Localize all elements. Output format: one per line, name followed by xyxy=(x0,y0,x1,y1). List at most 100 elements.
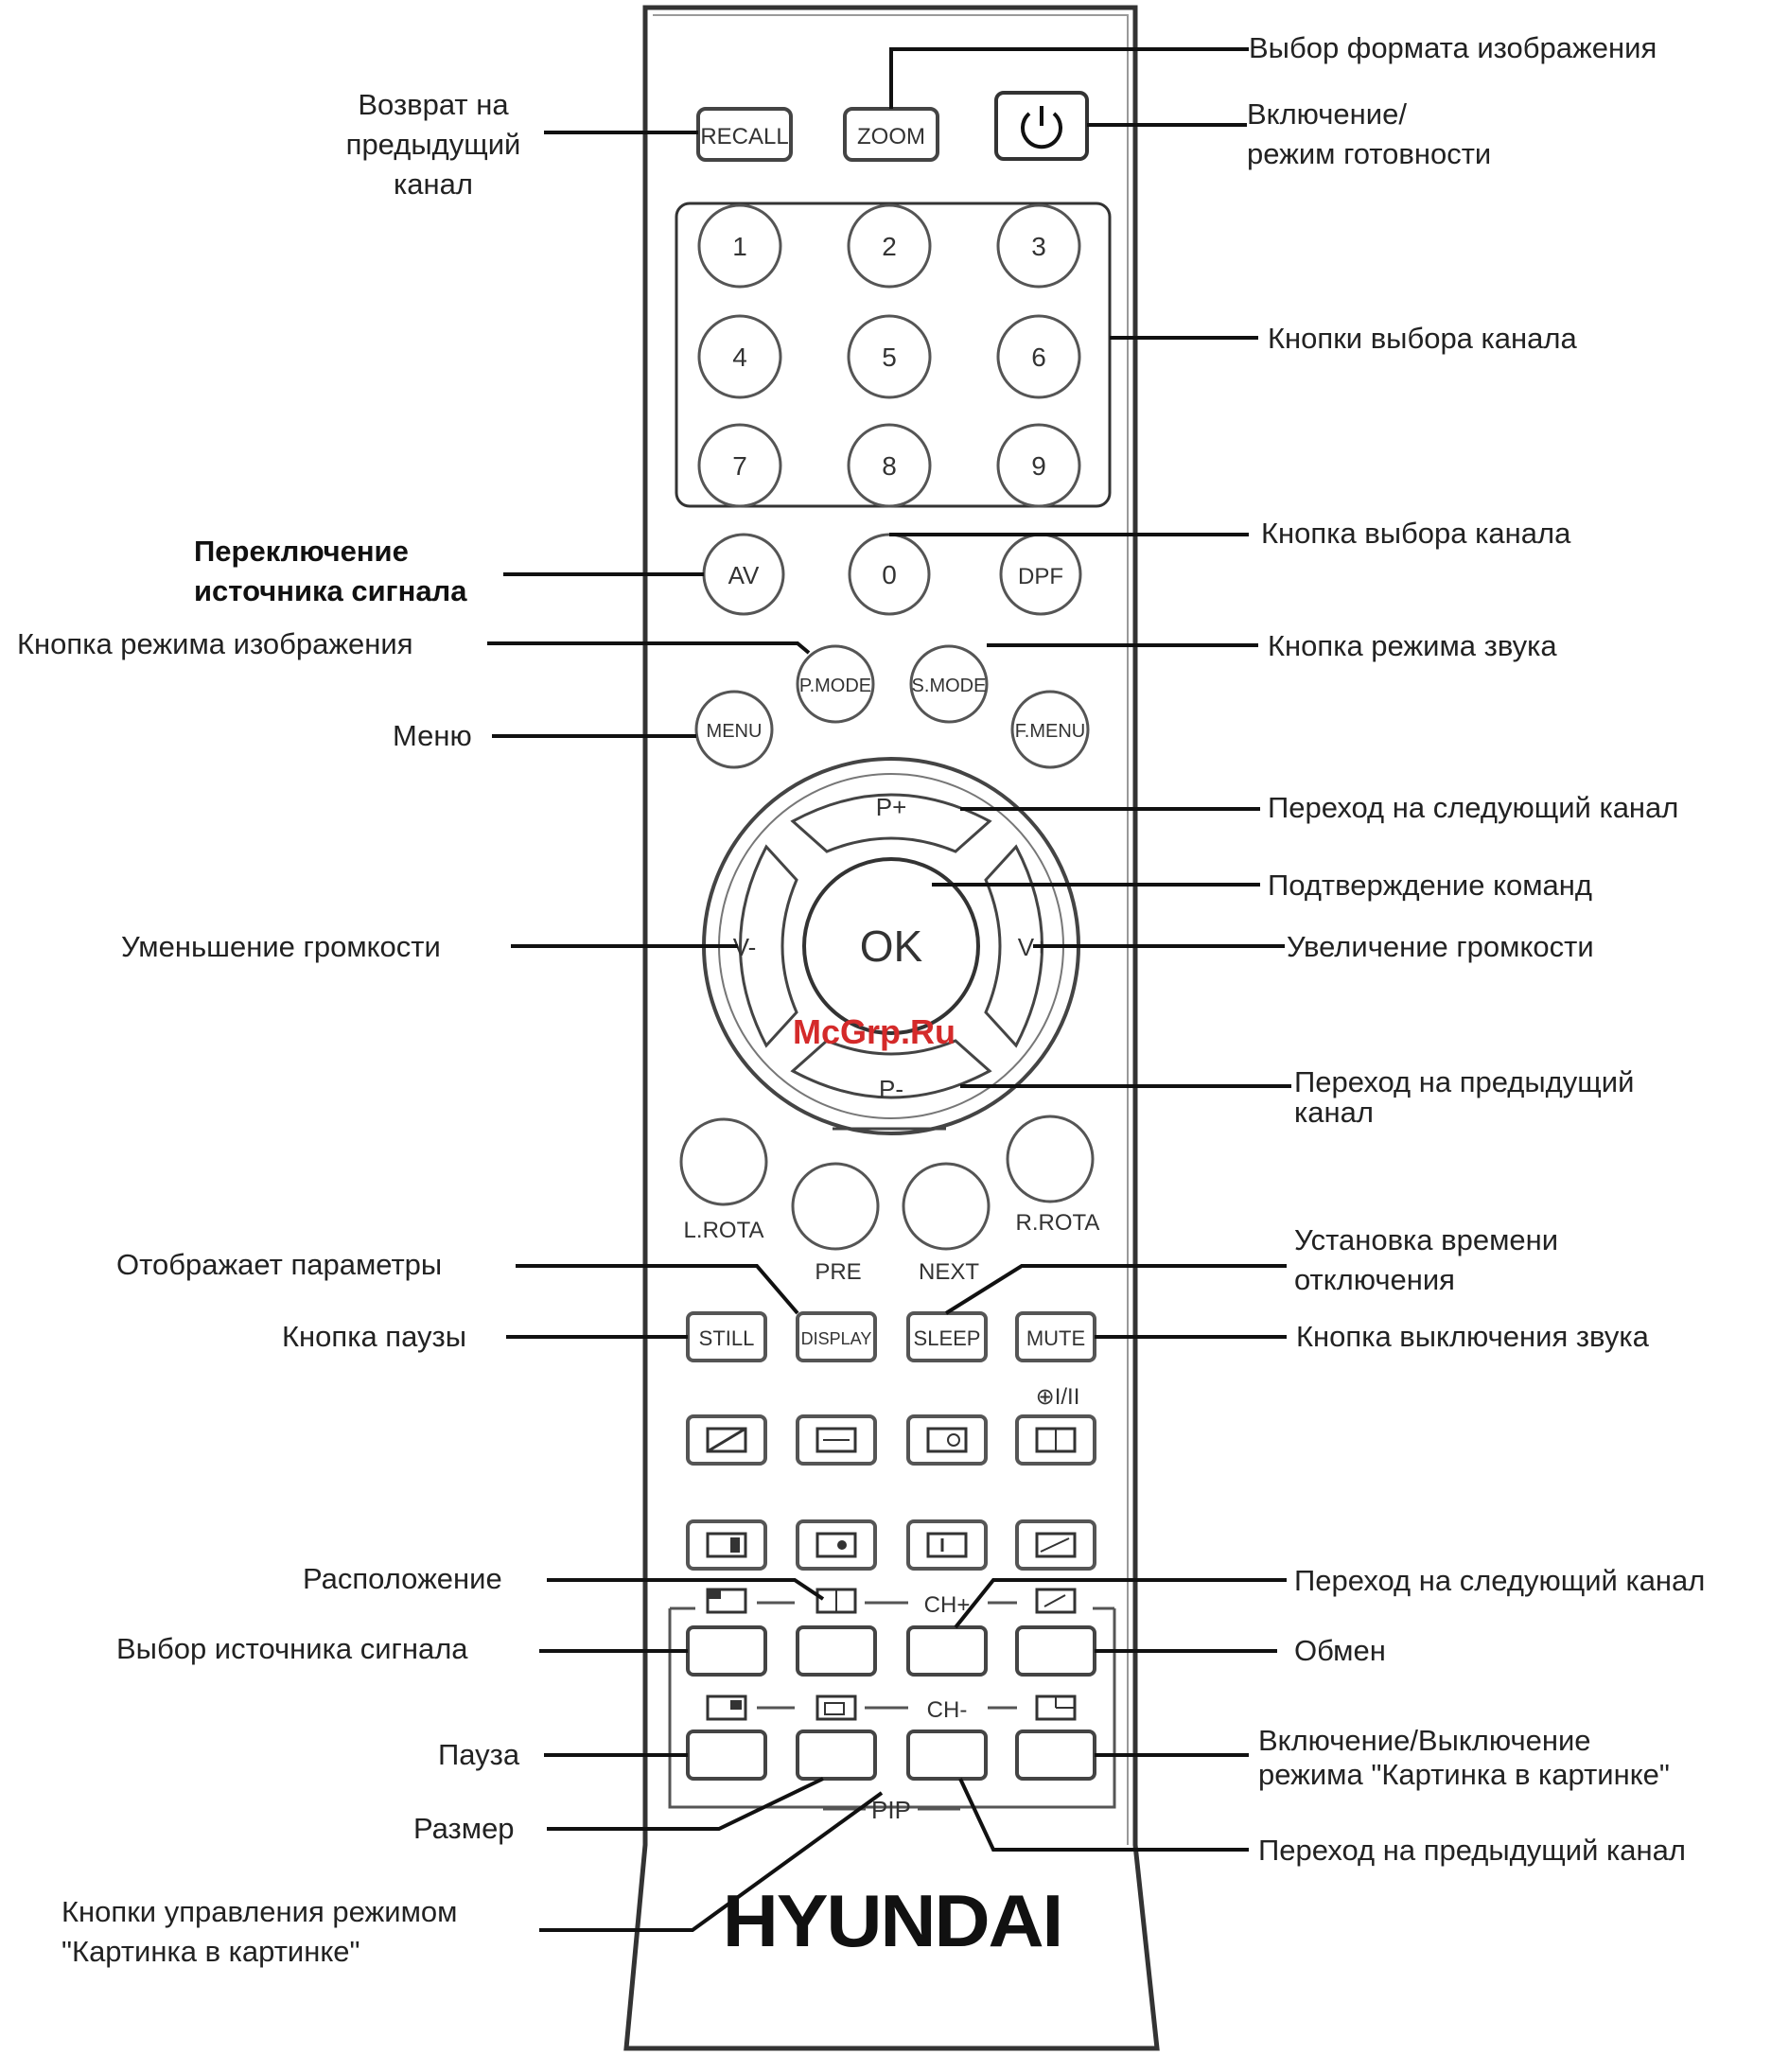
digit-buttons: 1 2 3 4 5 6 7 8 9 xyxy=(697,203,1081,508)
label-pip-buttons: Кнопки управления режимом "Картинка в ка… xyxy=(61,1895,458,1968)
svg-text:MENU: MENU xyxy=(707,721,763,742)
digit-button-1[interactable]: 1 xyxy=(697,203,782,289)
ok-button[interactable]: OK xyxy=(802,857,980,1035)
leader-lines xyxy=(487,47,1291,1932)
digit-button-2[interactable]: 2 xyxy=(847,203,932,289)
label-zoom: Выбор формата изображения xyxy=(1249,31,1657,64)
text-size-icon xyxy=(706,1532,747,1558)
label-smode: Кнопка режима звука xyxy=(1268,629,1557,662)
zero-button[interactable]: 0 xyxy=(848,533,931,616)
pip-position-button[interactable] xyxy=(796,1625,877,1677)
pip-caption: PIP xyxy=(871,1796,911,1824)
text-reveal-button[interactable] xyxy=(796,1519,877,1571)
dpf-button[interactable]: DPF xyxy=(999,533,1082,616)
pip-position-icon xyxy=(706,1588,747,1614)
pmode-button[interactable]: P.MODE xyxy=(796,644,875,724)
power-button[interactable] xyxy=(994,91,1089,161)
svg-text:P.MODE: P.MODE xyxy=(799,676,871,696)
digit-button-6[interactable]: 6 xyxy=(996,314,1081,399)
label-recall: Возврат на предыдущий канал xyxy=(345,88,521,201)
digit-button-5[interactable]: 5 xyxy=(847,314,932,399)
recall-button[interactable]: RECALL xyxy=(696,107,793,162)
pip-swap-button[interactable] xyxy=(1015,1625,1096,1677)
label-pip-toggle: Включение/Выключение режима "Картинка в … xyxy=(1258,1724,1670,1791)
sleep-button[interactable]: SLEEP xyxy=(906,1311,988,1362)
next-button[interactable]: NEXT xyxy=(902,1162,991,1285)
text-size-button[interactable] xyxy=(686,1519,767,1571)
digit-label: 1 xyxy=(732,232,747,261)
label-size: Размер xyxy=(413,1812,515,1845)
label-zero: Кнопка выбора канала xyxy=(1261,517,1571,550)
digit-label: 9 xyxy=(1031,451,1046,481)
pip-toggle-button[interactable] xyxy=(1015,1730,1096,1781)
text-cancel-button[interactable] xyxy=(1015,1519,1096,1571)
svg-text:OK: OK xyxy=(860,922,923,971)
svg-text:CH+: CH+ xyxy=(924,1592,971,1618)
pip-size-button[interactable] xyxy=(796,1730,877,1781)
digit-button-7[interactable]: 7 xyxy=(697,423,782,508)
label-v-minus: Уменьшение громкости xyxy=(121,930,441,963)
pip-ch-minus-button[interactable] xyxy=(906,1730,988,1781)
digit-button-3[interactable]: 3 xyxy=(996,203,1081,289)
text-mix-button[interactable] xyxy=(796,1414,877,1466)
menu-button[interactable]: MENU xyxy=(694,690,774,769)
svg-text:STILL: STILL xyxy=(699,1326,755,1350)
v-minus-button[interactable]: V- xyxy=(733,844,798,1048)
svg-text:R.ROTA: R.ROTA xyxy=(1016,1210,1100,1236)
tv-text-button[interactable] xyxy=(686,1414,767,1466)
label-av: Переключение источника сигнала xyxy=(194,535,467,607)
power-icon xyxy=(1021,106,1062,149)
text-index-button[interactable] xyxy=(906,1414,988,1466)
display-button[interactable]: DISPLAY xyxy=(796,1311,877,1362)
text-reveal-icon xyxy=(815,1532,857,1558)
label-position: Расположение xyxy=(303,1562,502,1595)
label-swap: Обмен xyxy=(1294,1634,1386,1667)
zoom-button[interactable]: ZOOM xyxy=(843,107,939,162)
av-button[interactable]: AV xyxy=(702,533,785,616)
pip-pause-icon xyxy=(706,1694,747,1721)
smode-button[interactable]: S.MODE xyxy=(909,644,989,724)
label-ch-plus: Переход на следующий канал xyxy=(1294,1564,1706,1597)
svg-text:ZOOM: ZOOM xyxy=(857,124,925,149)
mute-button[interactable]: MUTE xyxy=(1015,1311,1096,1362)
watermark: McGrp.Ru xyxy=(793,1012,956,1051)
digit-label: 4 xyxy=(732,342,747,372)
svg-text:L.ROTA: L.ROTA xyxy=(684,1218,764,1243)
label-source: Выбор источника сигнала xyxy=(116,1632,468,1665)
label-ch-minus: Переход на предыдущий канал xyxy=(1258,1834,1686,1867)
svg-text:P-: P- xyxy=(879,1075,903,1103)
fmenu-button[interactable]: F.MENU xyxy=(1010,690,1090,769)
text-hold-button[interactable] xyxy=(906,1519,988,1571)
digit-label: 2 xyxy=(882,232,897,261)
svg-text:SLEEP: SLEEP xyxy=(914,1326,981,1350)
brand-logo: HYUNDAI xyxy=(722,1879,1064,1962)
digit-button-4[interactable]: 4 xyxy=(697,314,782,399)
p-plus-button[interactable]: P+ xyxy=(790,793,992,853)
audio-mode-button[interactable] xyxy=(1015,1414,1096,1466)
digit-button-9[interactable]: 9 xyxy=(996,423,1081,508)
lrota-button[interactable]: L.ROTA xyxy=(679,1117,768,1243)
svg-text:PRE: PRE xyxy=(815,1259,861,1285)
p-minus-button[interactable]: P- xyxy=(790,1039,992,1103)
pre-button[interactable]: PRE xyxy=(791,1162,880,1285)
label-display: Отображает параметры xyxy=(116,1248,443,1281)
rrota-button[interactable]: R.ROTA xyxy=(1006,1115,1100,1236)
svg-text:DPF: DPF xyxy=(1018,564,1063,589)
pip-pause-button[interactable] xyxy=(686,1730,767,1781)
pip-frame xyxy=(668,1608,1116,1809)
svg-text:MUTE: MUTE xyxy=(1026,1326,1085,1350)
label-still: Кнопка паузы xyxy=(282,1320,466,1353)
remote-body xyxy=(623,5,1160,2051)
digit-button-8[interactable]: 8 xyxy=(847,423,932,508)
digit-label: 5 xyxy=(882,342,897,372)
svg-text:DISPLAY: DISPLAY xyxy=(801,1329,872,1348)
digit-label: 8 xyxy=(882,451,897,481)
svg-text:CH-: CH- xyxy=(927,1697,968,1723)
pip-ch-plus-button[interactable] xyxy=(906,1625,988,1677)
pip-source-button[interactable] xyxy=(686,1625,767,1677)
svg-text:NEXT: NEXT xyxy=(919,1259,979,1285)
still-button[interactable]: STILL xyxy=(686,1311,767,1362)
text-mix-icon xyxy=(815,1427,857,1453)
